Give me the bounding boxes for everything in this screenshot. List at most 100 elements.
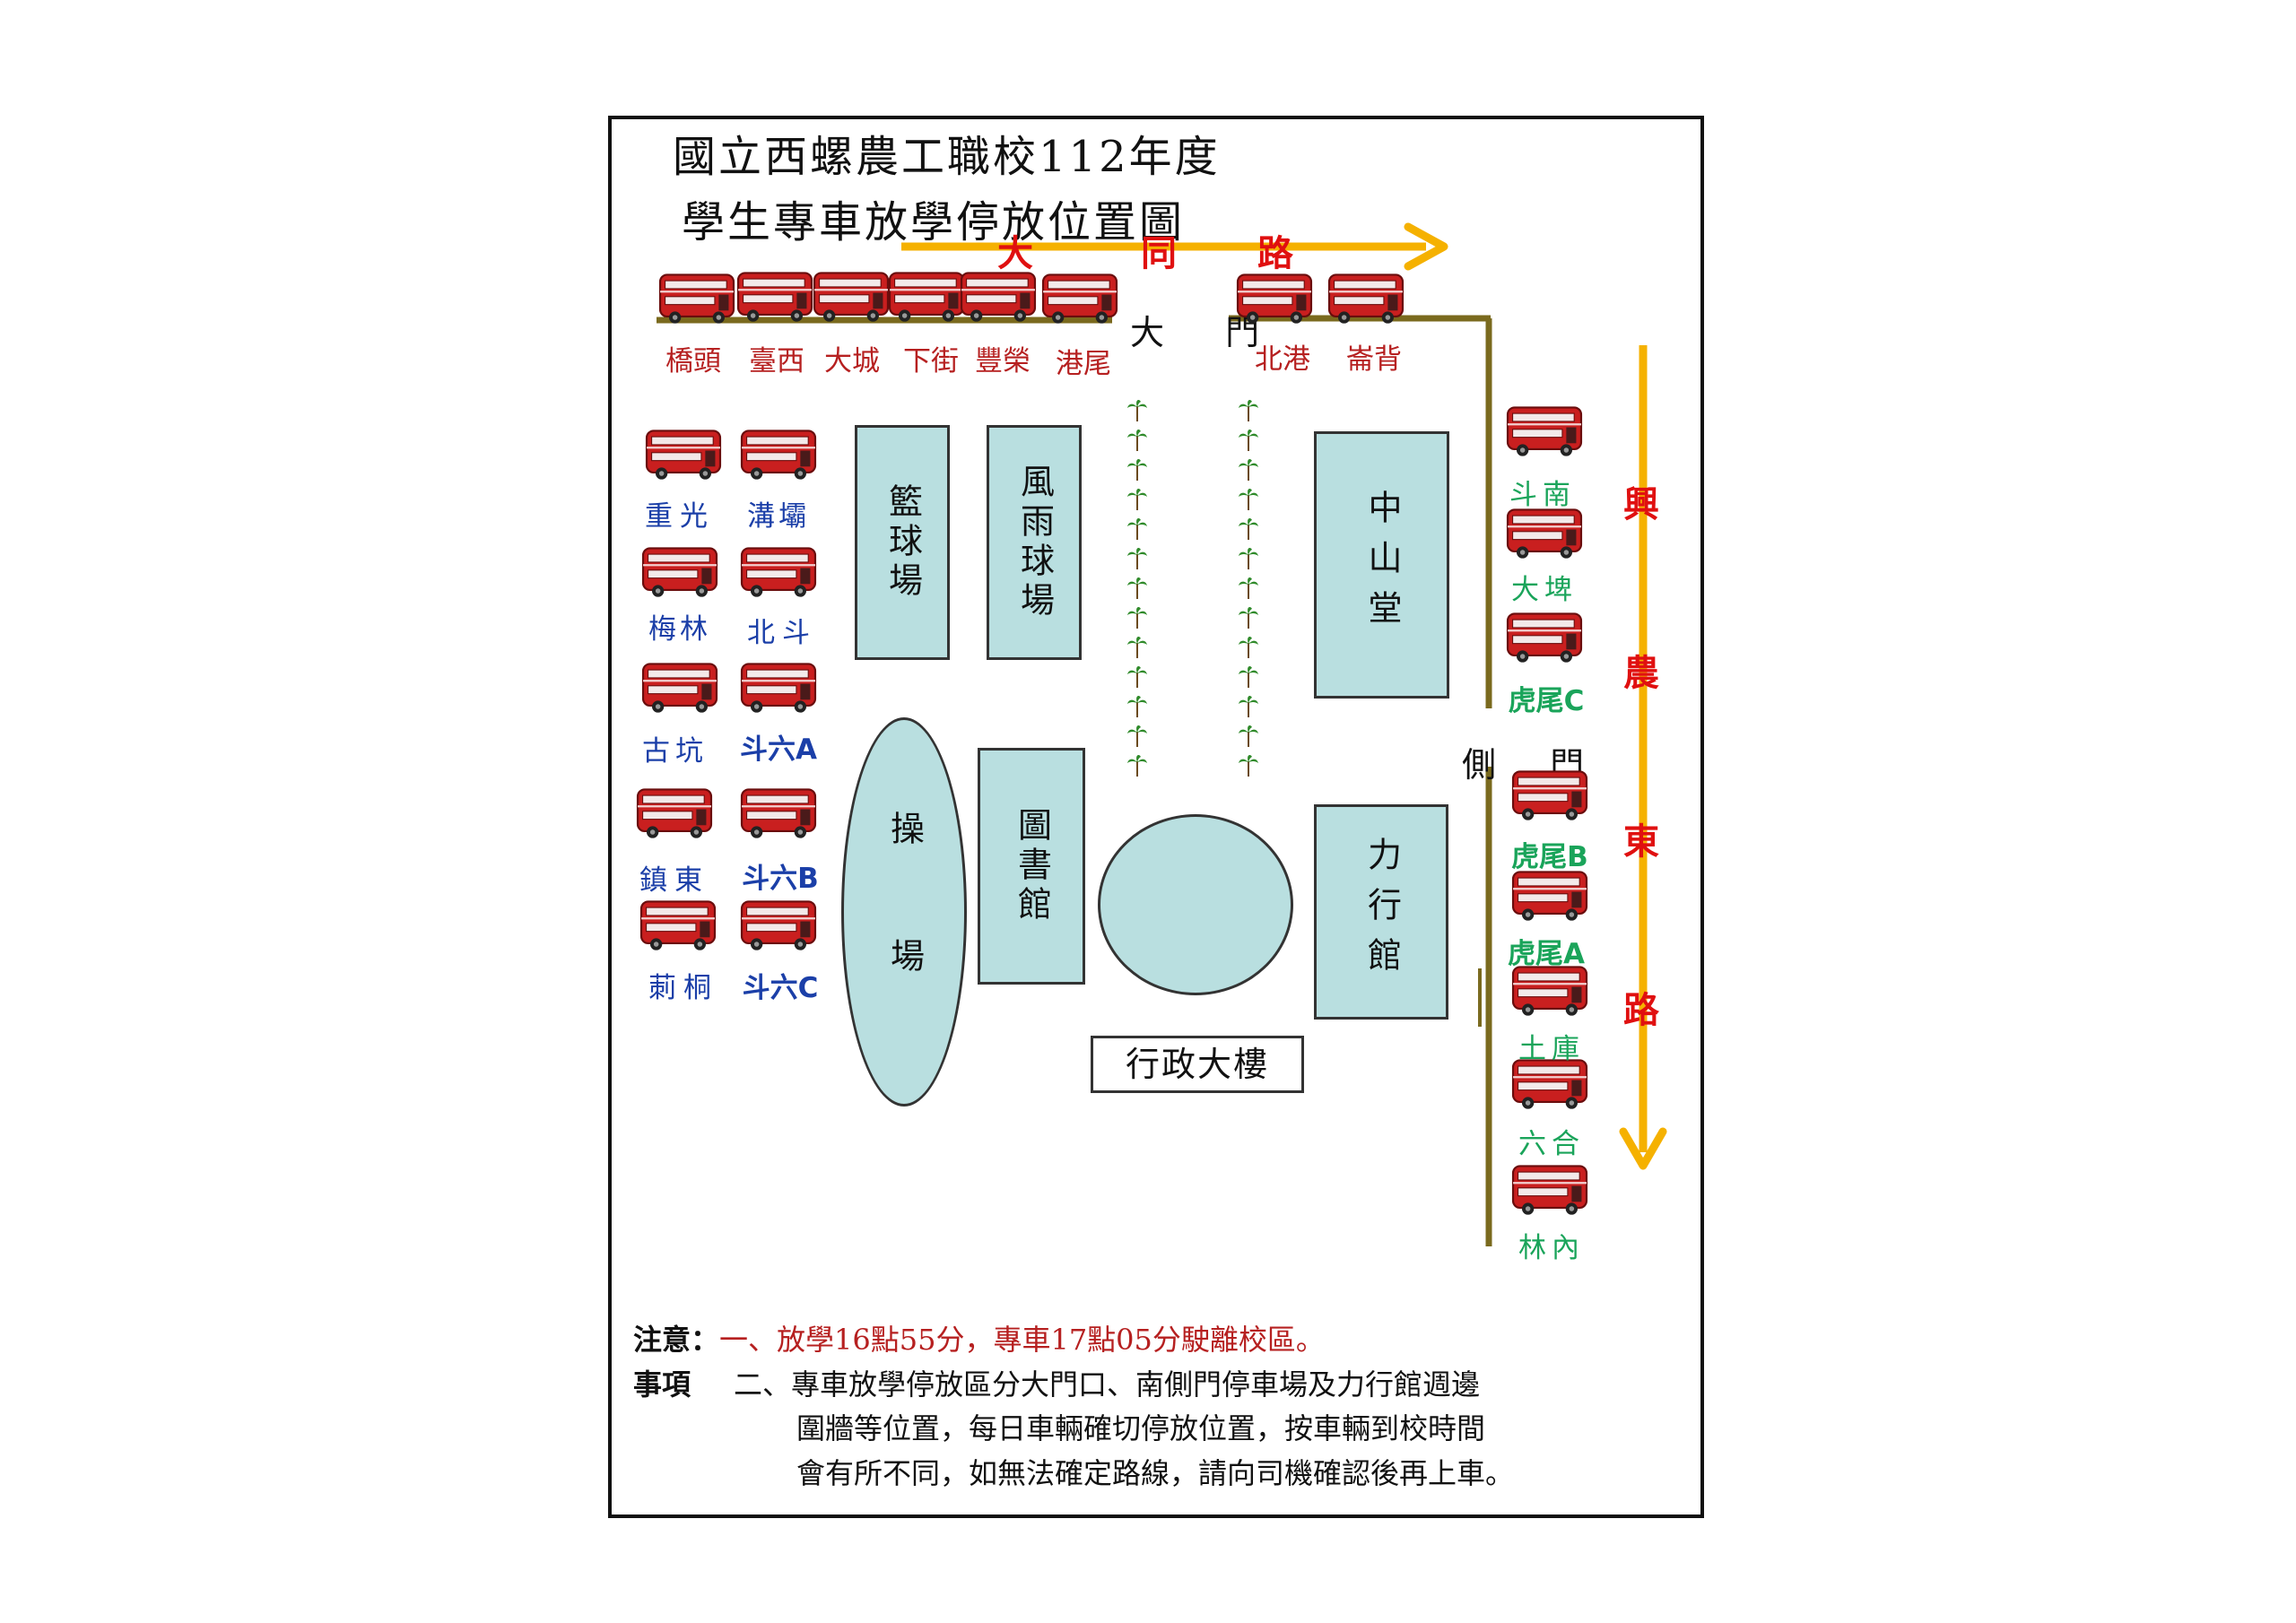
east-road-char-2: 農 (1623, 652, 1659, 694)
east-road-char-3: 東 (1623, 820, 1659, 863)
palm-tree-icon (1238, 458, 1259, 485)
palm-tree-icon (1126, 517, 1148, 544)
palm-tree-icon (1126, 636, 1148, 663)
notes-block: 注意：一、放學16點55分，專車17點05分駛離校區。 事項 二、專車放學停放區分… (633, 1318, 1514, 1496)
notes-item-2-line-1: 二、專車放學停放區分大門口、南側門停車場及力行館週邊 (734, 1367, 1481, 1402)
road-direction-arrow-icon (1619, 345, 1667, 1170)
map-title-line2: 學生專車放學停放位置圖 (682, 197, 1186, 247)
notes-item-2-line-2: 圍牆等位置，每日車輛確切停放位置，按車輛到校時間 (796, 1411, 1486, 1446)
double-decker-bus-icon (1503, 506, 1586, 565)
stop-label-top-4: 下街 (903, 345, 959, 378)
stop-label-top-2: 臺西 (749, 345, 804, 378)
stop-label-right-7: 六合 (1518, 1128, 1585, 1160)
double-decker-bus-icon (737, 427, 820, 486)
admin-building-label: 行政大樓 (1125, 1044, 1269, 1084)
stop-label-left-4: 北斗 (747, 617, 817, 649)
palm-tree-icon (1126, 547, 1148, 574)
stop-label-left-8: 斗六B (742, 863, 819, 895)
double-decker-bus-icon (1325, 271, 1407, 330)
double-decker-bus-icon (656, 271, 738, 330)
basketball-court-label: 籃球場 (883, 483, 923, 602)
palm-tree-icon (1126, 458, 1148, 485)
double-decker-bus-icon (810, 269, 892, 328)
double-decker-bus-icon (737, 785, 820, 845)
double-decker-bus-icon (1233, 271, 1316, 330)
double-decker-bus-icon (1509, 1162, 1591, 1221)
rain-court: 風雨球場 (987, 425, 1082, 660)
stop-label-right-2: 大埤 (1511, 574, 1578, 606)
playground: 操 場 (841, 717, 967, 1107)
library: 圖書館 (978, 748, 1085, 985)
palm-tree-icon (1238, 429, 1259, 456)
admin-building: 行政大樓 (1091, 1036, 1304, 1093)
lixing-hall: 力行館 (1314, 804, 1448, 1020)
stop-label-right-6: 土庫 (1518, 1033, 1585, 1065)
stop-label-right-8: 林內 (1518, 1232, 1585, 1264)
double-decker-bus-icon (639, 660, 721, 719)
stop-label-top-8: 崙背 (1346, 343, 1402, 376)
palm-tree-icon (1238, 577, 1259, 603)
palm-tree-icon (1238, 754, 1259, 781)
stop-label-left-5: 古坑 (642, 735, 709, 768)
double-decker-bus-icon (1509, 868, 1591, 927)
palm-tree-icon (1238, 399, 1259, 426)
stop-label-right-5: 虎尾A (1508, 938, 1585, 970)
zhongshan-hall: 中山堂 (1314, 431, 1449, 699)
double-decker-bus-icon (885, 269, 968, 328)
double-decker-bus-icon (737, 544, 820, 603)
stop-label-top-7: 北港 (1255, 343, 1310, 376)
stop-label-left-10: 斗六C (742, 972, 819, 1004)
palm-tree-icon (1238, 517, 1259, 544)
main-gate-label: 大 門 (1130, 313, 1285, 352)
double-decker-bus-icon (1503, 404, 1586, 463)
stop-label-left-3: 梅林 (648, 613, 711, 646)
notes-head-2: 事項 (633, 1367, 691, 1402)
double-decker-bus-icon (1509, 963, 1591, 1022)
notes-item-1: 一、放學16點55分，專車17點05分駛離校區。 (719, 1323, 1325, 1357)
stop-label-right-4: 虎尾B (1511, 841, 1588, 873)
palm-tree-icon (1126, 754, 1148, 781)
north-road-char-2: 同 (1141, 232, 1177, 274)
double-decker-bus-icon (1503, 610, 1586, 669)
double-decker-bus-icon (1509, 1056, 1591, 1115)
palm-tree-icon (1126, 429, 1148, 456)
stop-label-right-3: 虎尾C (1508, 685, 1585, 717)
palm-tree-icon (1126, 606, 1148, 633)
stop-label-top-5: 豐榮 (975, 345, 1031, 378)
basketball-court: 籃球場 (855, 425, 950, 660)
double-decker-bus-icon (737, 898, 820, 957)
map-title-line1: 國立西螺農工職校112年度 (673, 132, 1221, 182)
double-decker-bus-icon (737, 660, 820, 719)
stop-label-top-6: 港尾 (1056, 348, 1111, 380)
north-road-char-1: 大 (997, 232, 1033, 274)
zhongshan-hall-label: 中山堂 (1361, 490, 1402, 640)
east-road-char-1: 興 (1623, 483, 1659, 525)
palm-tree-icon (1238, 725, 1259, 751)
double-decker-bus-icon (633, 785, 716, 845)
palm-tree-icon (1126, 577, 1148, 603)
lixing-hall-label: 力行館 (1361, 837, 1402, 987)
notes-item-2-line-3: 會有所不同，如無法確定路線，請向司機確認後再上車。 (796, 1455, 1515, 1490)
road-direction-arrow-icon (901, 222, 1448, 271)
palm-tree-icon (1238, 547, 1259, 574)
double-decker-bus-icon (1039, 271, 1121, 330)
east-road-char-4: 路 (1623, 989, 1659, 1031)
double-decker-bus-icon (639, 544, 721, 603)
double-decker-bus-icon (957, 269, 1039, 328)
palm-tree-icon (1238, 606, 1259, 633)
double-decker-bus-icon (1509, 768, 1591, 827)
stop-label-top-3: 大城 (824, 345, 880, 378)
palm-tree-icon (1238, 695, 1259, 722)
palm-tree-icon (1238, 665, 1259, 692)
double-decker-bus-icon (734, 269, 816, 328)
palm-tree-icon (1126, 695, 1148, 722)
rain-court-label: 風雨球場 (1014, 464, 1055, 621)
palm-tree-icon (1238, 488, 1259, 515)
notes-head-1: 注意： (633, 1323, 720, 1357)
north-road-char-3: 路 (1257, 232, 1293, 274)
stop-label-left-1: 重光 (645, 500, 715, 533)
palm-tree-icon (1126, 665, 1148, 692)
stop-label-left-6: 斗六A (740, 733, 817, 766)
